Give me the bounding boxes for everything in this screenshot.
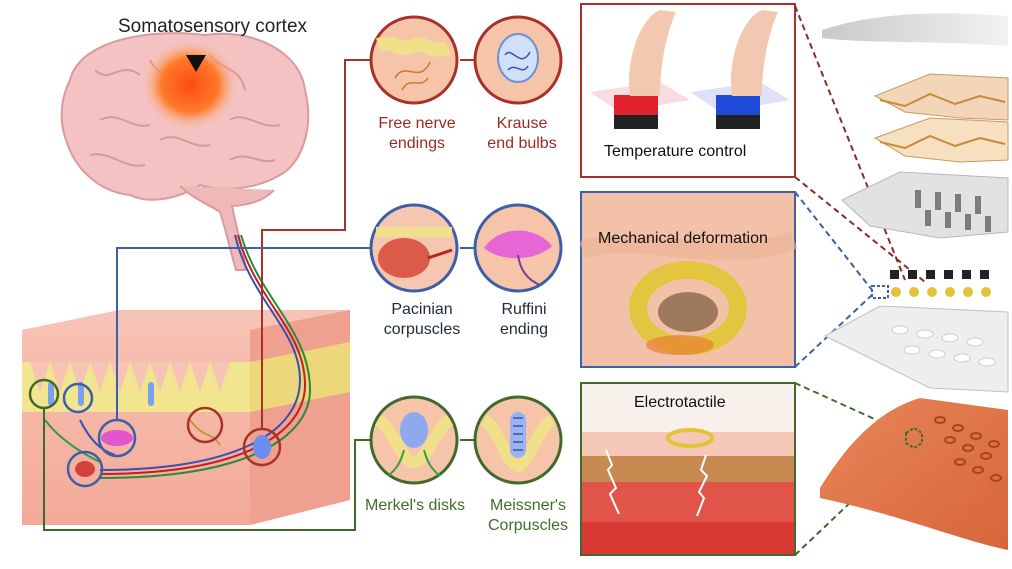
pacinian-in-skin: [75, 461, 95, 477]
meissner-callout-circle: [62, 382, 94, 414]
brain-illustration: [60, 32, 310, 271]
merkels-disks-label: Merkel's disks: [365, 497, 465, 514]
free-nerve-endings-label: Free nerve endings: [378, 115, 456, 152]
pacinian-corpuscles-label: Pacinian corpuscles: [383, 301, 461, 338]
receptor-free-nerve: [369, 15, 459, 105]
ruffini-ending-label: Ruffini ending: [499, 301, 549, 338]
receptor-merkel: [369, 395, 459, 485]
panel-mechanical: [579, 191, 798, 368]
somatosensory-cortex-label: Somatosensory cortex: [118, 16, 308, 37]
meissners-corpuscles-label: Meissner's Corpuscles: [487, 497, 569, 534]
top-encapsulation-layer: [822, 13, 1008, 46]
electrotactile-title: Electrotactile: [634, 394, 726, 411]
device-stack: [820, 13, 1009, 550]
receptor-krause: [473, 15, 563, 105]
panel-electrotactile: [580, 382, 796, 556]
electrotactile-skin-patch: [820, 398, 1008, 550]
temperature-control-title: Temperature control: [604, 143, 747, 160]
krause-end-bulbs-label: Krause end bulbs: [487, 115, 557, 152]
ruffini-ending-in-skin: [101, 430, 133, 446]
cortex-pointer-arrow: [186, 55, 206, 72]
receptor-meissner: [473, 395, 563, 485]
receptor-ruffini: [473, 203, 563, 293]
skin-block: [22, 234, 350, 525]
receptor-pacinian: [369, 203, 459, 293]
panel-temperature: [580, 3, 796, 178]
heater-red: [614, 95, 658, 115]
cooler-blue: [716, 95, 760, 115]
pacinian-callout-circle: [66, 450, 104, 488]
actuator-array: [871, 270, 991, 299]
mechanical-deformation-title: Mechanical deformation: [598, 230, 768, 247]
somatosensory-hotspot: [142, 40, 238, 130]
free-ending-callout-circle: [186, 406, 224, 444]
